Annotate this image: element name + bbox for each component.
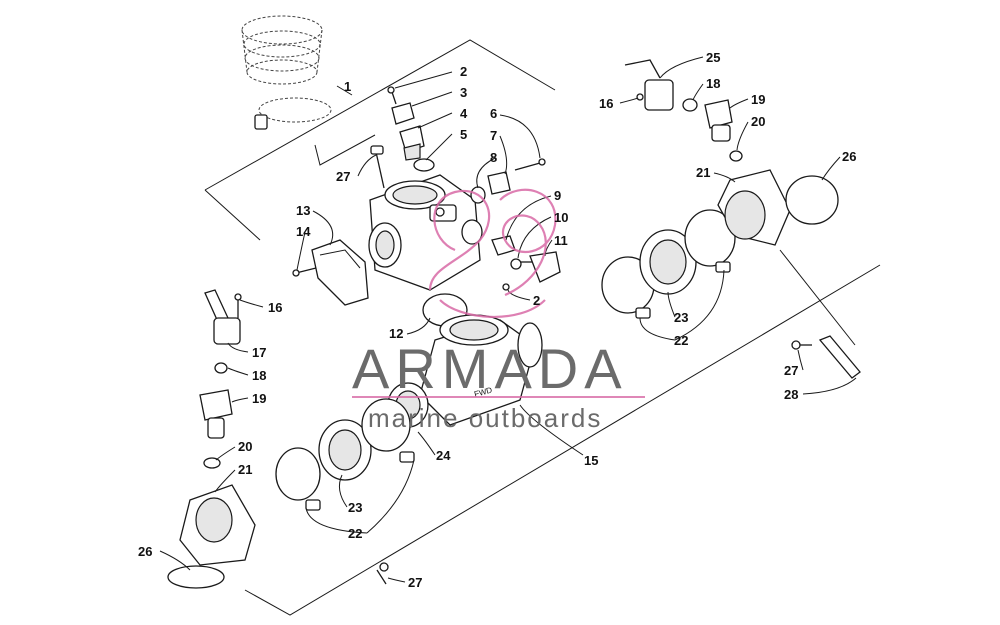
callout-23-right: 23 — [674, 310, 688, 325]
right-bolt-and-tool — [791, 335, 861, 379]
callout-5: 5 — [460, 127, 467, 142]
callout-19-left: 19 — [252, 391, 266, 406]
callout-15: 15 — [584, 453, 598, 468]
callout-1: 1 — [344, 79, 351, 94]
callout-17: 17 — [252, 345, 266, 360]
callout-21-right: 21 — [696, 165, 710, 180]
right-fuel-assembly — [624, 59, 839, 246]
callout-26-right: 26 — [842, 149, 856, 164]
callout-12: 12 — [389, 326, 403, 341]
callout-27-right: 27 — [784, 363, 798, 378]
callout-labels: 1 2 3 4 5 6 7 8 9 10 11 2 27 13 14 12 16… — [138, 50, 856, 590]
callout-10: 10 — [554, 210, 568, 225]
watermark-title: ARMADA — [352, 337, 628, 400]
callout-2-top: 2 — [460, 64, 467, 79]
callout-18-left: 18 — [252, 368, 266, 383]
assembly-frame-lines — [204, 39, 881, 616]
logo-swirl-left — [428, 189, 491, 291]
callout-16-left: 16 — [268, 300, 282, 315]
callout-20-right: 20 — [751, 114, 765, 129]
watermark-subtitle: marine outboards — [368, 403, 602, 433]
throttle-body — [368, 174, 483, 291]
callout-21-left: 21 — [238, 462, 252, 477]
callout-24: 24 — [436, 448, 451, 463]
callout-18-right: 18 — [706, 76, 720, 91]
callout-8: 8 — [490, 150, 497, 165]
watermark-logo — [428, 188, 557, 318]
callout-27-top: 27 — [336, 169, 350, 184]
callout-23-left: 23 — [348, 500, 362, 515]
callout-19-right: 19 — [751, 92, 765, 107]
logo-swirl-bottom — [439, 299, 546, 318]
callout-25: 25 — [706, 50, 720, 65]
intake-manifold: FWD — [387, 314, 543, 428]
right-couplers — [601, 209, 736, 319]
callout-16-right: 16 — [599, 96, 613, 111]
callout-3: 3 — [460, 85, 467, 100]
callout-2-mid: 2 — [533, 293, 540, 308]
small-parts-top — [370, 86, 435, 189]
left-couplers — [275, 398, 415, 511]
callout-6: 6 — [490, 106, 497, 121]
bottom-bolt — [376, 562, 389, 585]
callout-4: 4 — [460, 106, 468, 121]
callout-13: 13 — [296, 203, 310, 218]
throttle-cover — [292, 239, 369, 306]
intake-boot — [241, 15, 332, 130]
callout-22-left: 22 — [348, 526, 362, 541]
left-fuel-assembly — [167, 289, 256, 589]
callout-28: 28 — [784, 387, 798, 402]
callout-27-bottom: 27 — [408, 575, 422, 590]
callout-7: 7 — [490, 128, 497, 143]
callout-22-right: 22 — [674, 333, 688, 348]
callout-9: 9 — [554, 188, 561, 203]
callout-26-left: 26 — [138, 544, 152, 559]
callout-11: 11 — [554, 233, 568, 248]
leader-lines — [159, 56, 857, 583]
logo-swirl-right — [499, 188, 557, 297]
callout-20-left: 20 — [238, 439, 252, 454]
callout-14: 14 — [296, 224, 311, 239]
small-parts-right — [470, 158, 561, 291]
